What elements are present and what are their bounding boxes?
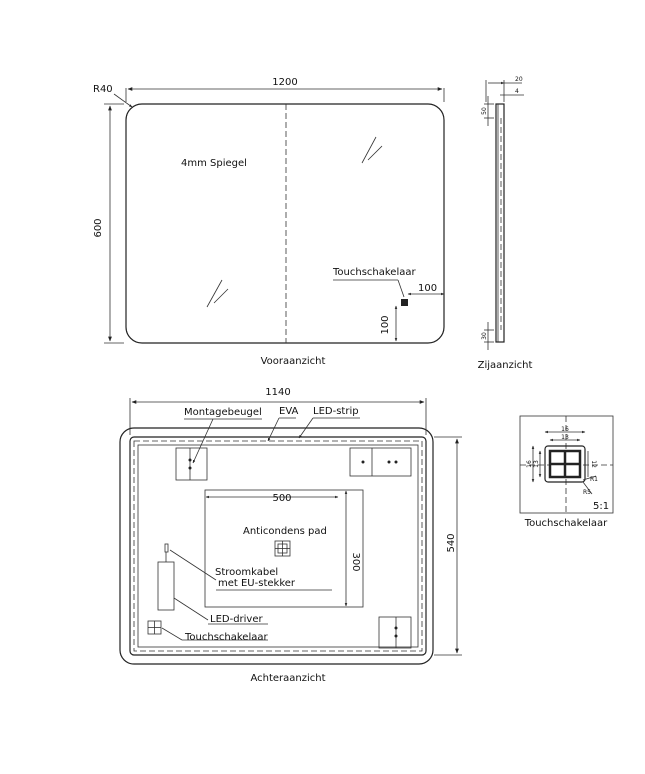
switch-offset-y: 100 xyxy=(380,315,391,334)
detail-dim-right: 12 xyxy=(590,460,597,468)
detail-switch-outer xyxy=(544,445,586,483)
side-dim-top-vertical: 50 xyxy=(481,107,488,115)
detail-scale: 5:1 xyxy=(593,501,609,512)
cable-plug xyxy=(164,543,169,553)
back-outer-outline xyxy=(119,427,434,665)
cable-label-line1: Stroomkabel xyxy=(215,567,278,578)
switch-detail-caption: Touchschakelaar xyxy=(524,518,608,529)
switch-offset-x: 100 xyxy=(418,283,437,294)
detail-dim-outer-w: 16 xyxy=(561,426,569,433)
back-width-dim: 1140 xyxy=(265,387,290,398)
side-dim-inner: 4 xyxy=(515,88,519,95)
pad-width-dim: 500 xyxy=(272,493,291,504)
back-height-dim: 540 xyxy=(446,533,457,552)
back-frame xyxy=(129,436,427,656)
mounting-bracket xyxy=(175,447,208,481)
led-driver-box xyxy=(157,561,175,611)
radius-label: R40 xyxy=(93,84,113,95)
eva-label: EVA xyxy=(279,406,299,417)
antifog-pad-outline xyxy=(204,489,364,608)
mirror-label: 4mm Spiegel xyxy=(181,158,247,169)
detail-frame xyxy=(519,415,614,514)
antifog-pad-icon xyxy=(274,540,291,557)
side-view-caption: Zijaanzicht xyxy=(478,360,533,371)
back-switch-label: Touchschakelaar xyxy=(184,632,268,643)
switch-icon xyxy=(401,299,408,306)
driver-label: LED-driver xyxy=(210,614,264,625)
side-profile xyxy=(495,103,505,343)
front-height-dim: 600 xyxy=(93,218,104,237)
side-dim-bottom-vertical: 30 xyxy=(481,332,488,340)
detail-dim-left-inner: 13 xyxy=(533,460,540,468)
side-view: 20 4 50 30 Zijaanzicht xyxy=(478,76,533,371)
reflection-mark xyxy=(206,136,383,308)
side-dim-total: 20 xyxy=(515,76,523,83)
led-strip-line xyxy=(133,440,423,652)
front-view-caption: Vooraanzicht xyxy=(261,356,326,367)
back-inner-panel xyxy=(137,444,419,648)
back-view-caption: Achteraanzicht xyxy=(250,673,325,684)
front-view: 1200 600 R40 4mm Spiegel Touchschakelaar… xyxy=(93,77,445,367)
mounting-bracket xyxy=(349,447,412,477)
mirror-outline xyxy=(125,103,445,344)
detail-dim-left-outer: 16 xyxy=(526,460,533,468)
back-switch-icon xyxy=(147,620,162,635)
detail-radius-2: R5 xyxy=(583,489,591,496)
back-view: 1140 540 500 300 xyxy=(119,387,462,684)
detail-dim-inner-w: 13 xyxy=(561,434,569,441)
front-width-dim: 1200 xyxy=(272,77,297,88)
antifog-label: Anticondens pad xyxy=(243,526,327,537)
bracket-label: Montagebeugel xyxy=(184,407,262,418)
detail-radius-1: R1 xyxy=(590,476,598,483)
cable-label-line2: met EU-stekker xyxy=(218,578,296,589)
mounting-bracket xyxy=(378,616,412,649)
switch-detail: 16 13 16 13 12 R1 R5 5:1 Touchschakelaar xyxy=(519,415,614,529)
pad-height-dim: 300 xyxy=(350,552,361,571)
front-switch-label: Touchschakelaar xyxy=(332,267,416,278)
led-strip-label: LED-strip xyxy=(313,406,359,417)
